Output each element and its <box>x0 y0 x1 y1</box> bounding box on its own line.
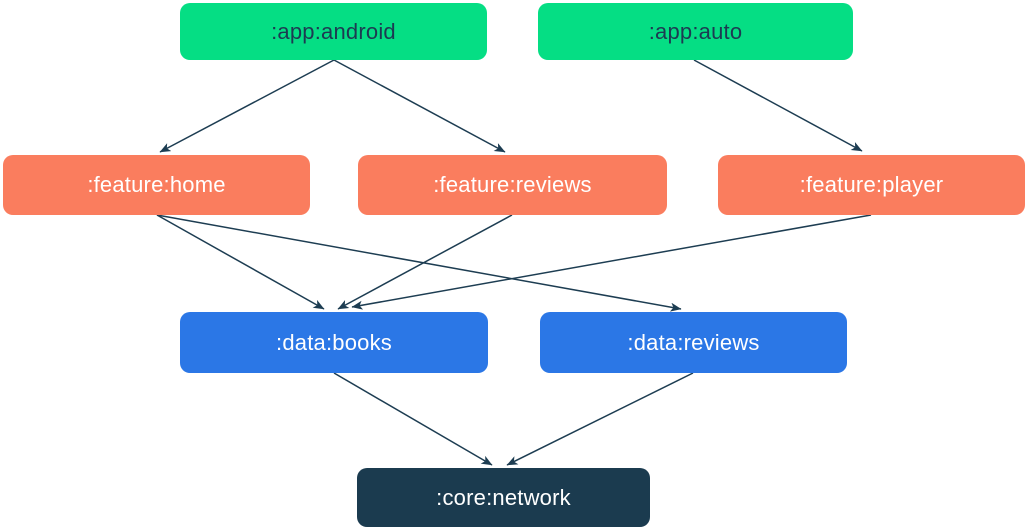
edge-app-android-to-feature-home <box>159 59 335 153</box>
node-feature-home: :feature:home <box>3 155 310 215</box>
edge-data-reviews-to-core-network <box>506 372 694 466</box>
edge-feature-reviews-to-data-books <box>337 214 513 310</box>
node-app-android: :app:android <box>180 3 487 60</box>
node-feature-player: :feature:player <box>718 155 1025 215</box>
edge-feature-home-to-data-reviews <box>156 214 682 312</box>
node-data-books: :data:books <box>180 312 488 373</box>
edge-group <box>156 59 872 466</box>
edge-app-auto-to-feature-player <box>693 59 863 152</box>
node-core-network: :core:network <box>357 468 650 527</box>
edge-feature-home-to-data-books <box>156 214 325 310</box>
node-feature-reviews: :feature:reviews <box>358 155 667 215</box>
edge-data-books-to-core-network <box>333 372 493 466</box>
edge-app-android-to-feature-reviews <box>333 59 506 153</box>
node-app-auto: :app:auto <box>538 3 853 60</box>
edge-feature-player-to-data-books <box>351 214 872 310</box>
node-data-reviews: :data:reviews <box>540 312 847 373</box>
